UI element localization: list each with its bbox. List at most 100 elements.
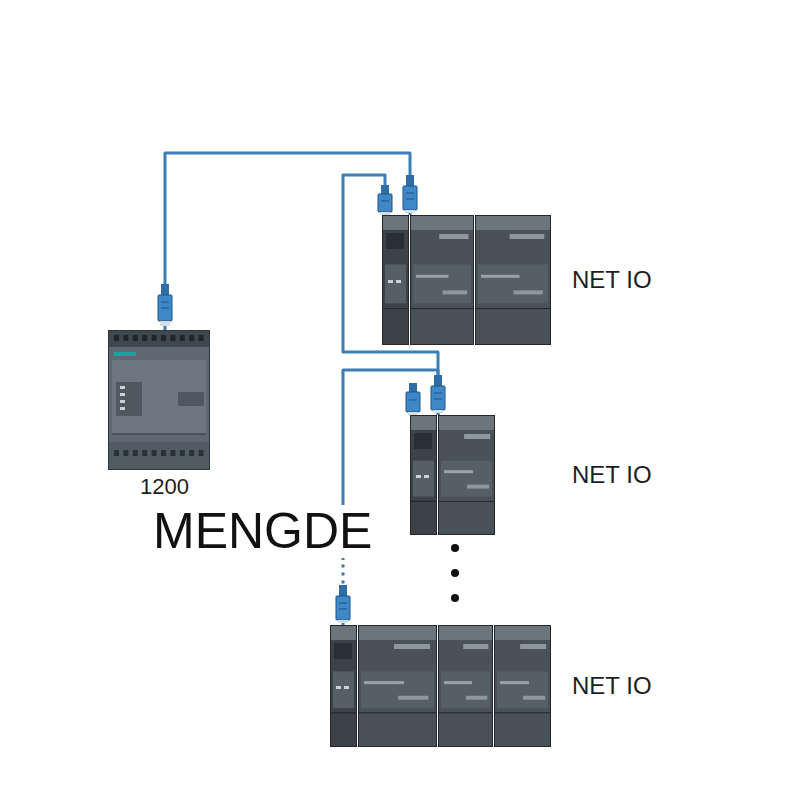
ethernet-cable: [343, 370, 438, 625]
led-row: [500, 681, 529, 684]
module-face: [497, 671, 548, 708]
expansion-module: [359, 626, 437, 747]
module-face: [333, 671, 354, 708]
module-body: [495, 626, 551, 747]
terminal-hole: [152, 450, 157, 456]
rj45-plug: [336, 585, 350, 623]
ellipsis-dot: [451, 569, 459, 577]
module-plate: [514, 290, 543, 294]
cable-dot: [341, 572, 345, 576]
rj45-plug: [403, 175, 417, 213]
io-module-illustration: [410, 415, 496, 535]
module-top: [439, 626, 492, 640]
net-io-station: NET IO: [410, 415, 656, 535]
module-body: [359, 626, 437, 747]
plug-body: [431, 386, 445, 410]
plug-tip: [380, 212, 390, 215]
status-led: [120, 393, 125, 396]
terminal-hole: [142, 450, 147, 456]
module-top: [331, 626, 356, 640]
module-face: [413, 264, 471, 303]
plug-ridge: [161, 302, 169, 303]
terminal-hole: [199, 335, 204, 341]
plc-controller: 1200: [108, 330, 210, 499]
status-led: [336, 686, 341, 689]
module-seam: [476, 308, 550, 309]
module-body: [439, 626, 493, 747]
module-seam: [411, 308, 473, 309]
led-row: [364, 681, 404, 684]
plug-body: [406, 392, 420, 412]
terminal-hole: [189, 335, 194, 341]
station-label: NET IO: [572, 266, 652, 294]
plug-tip: [408, 412, 418, 415]
module-seam: [359, 712, 436, 713]
cable-gap: [335, 560, 351, 588]
plug-boot: [434, 375, 442, 387]
expansion-module: [439, 416, 495, 535]
led-row: [444, 470, 473, 473]
led-panel: [116, 382, 142, 416]
ellipsis-dot: [451, 544, 459, 552]
status-led: [424, 475, 429, 478]
module-plate: [443, 290, 468, 294]
terminal-hole: [199, 450, 204, 456]
port-block: [386, 233, 404, 249]
panel-seam: [112, 434, 206, 435]
rj45-plug: [431, 375, 445, 413]
status-led: [388, 280, 393, 283]
module-face: [441, 671, 490, 708]
module-plate: [463, 644, 488, 649]
module-body: [411, 216, 474, 345]
module-body: [383, 216, 409, 345]
rj45-plug: [158, 284, 172, 326]
module-top: [411, 216, 473, 230]
module-plate: [467, 485, 489, 489]
device-label: 1200: [140, 474, 189, 499]
led-row: [416, 275, 449, 278]
plug-tip: [433, 410, 443, 413]
module-plate: [464, 434, 490, 439]
plug-tip: [338, 620, 348, 623]
rj45-plug: [406, 383, 420, 415]
plug-body: [378, 194, 392, 212]
terminal-hole: [123, 335, 128, 341]
led-row: [444, 681, 472, 684]
plc-body: [109, 331, 210, 470]
plug-ridge: [406, 199, 414, 200]
status-led: [120, 407, 125, 410]
interface-module: [411, 416, 437, 535]
module-body: [439, 416, 495, 535]
plug-ridge: [406, 193, 414, 194]
cable-dot: [341, 564, 345, 568]
module-plate: [520, 644, 546, 649]
module-plate: [439, 234, 468, 239]
module-plate: [466, 696, 487, 700]
plug-body: [336, 596, 350, 620]
terminal-cover: [109, 331, 209, 347]
module-face: [478, 264, 548, 303]
module-body: [331, 626, 357, 747]
station-label: NET IO: [572, 672, 652, 700]
plug-boot: [406, 175, 414, 187]
expansion-module: [411, 216, 474, 345]
terminal-hole: [114, 335, 119, 341]
module-top: [439, 416, 494, 430]
expansion-module: [439, 626, 493, 747]
module-plate: [394, 644, 430, 649]
io-module-illustration: [382, 215, 552, 345]
terminal-hole: [161, 450, 166, 456]
module-face: [361, 671, 434, 708]
plug-ridge: [409, 400, 417, 401]
module-seam: [411, 501, 436, 502]
module-seam: [383, 308, 408, 309]
module-body: [411, 416, 437, 535]
terminal-hole: [189, 450, 194, 456]
terminal-hole: [123, 450, 128, 456]
terminal-hole: [170, 335, 175, 341]
module-plate: [510, 234, 545, 239]
station-label: NET IO: [572, 461, 652, 489]
module-plate: [398, 696, 428, 700]
terminal-hole: [133, 335, 138, 341]
